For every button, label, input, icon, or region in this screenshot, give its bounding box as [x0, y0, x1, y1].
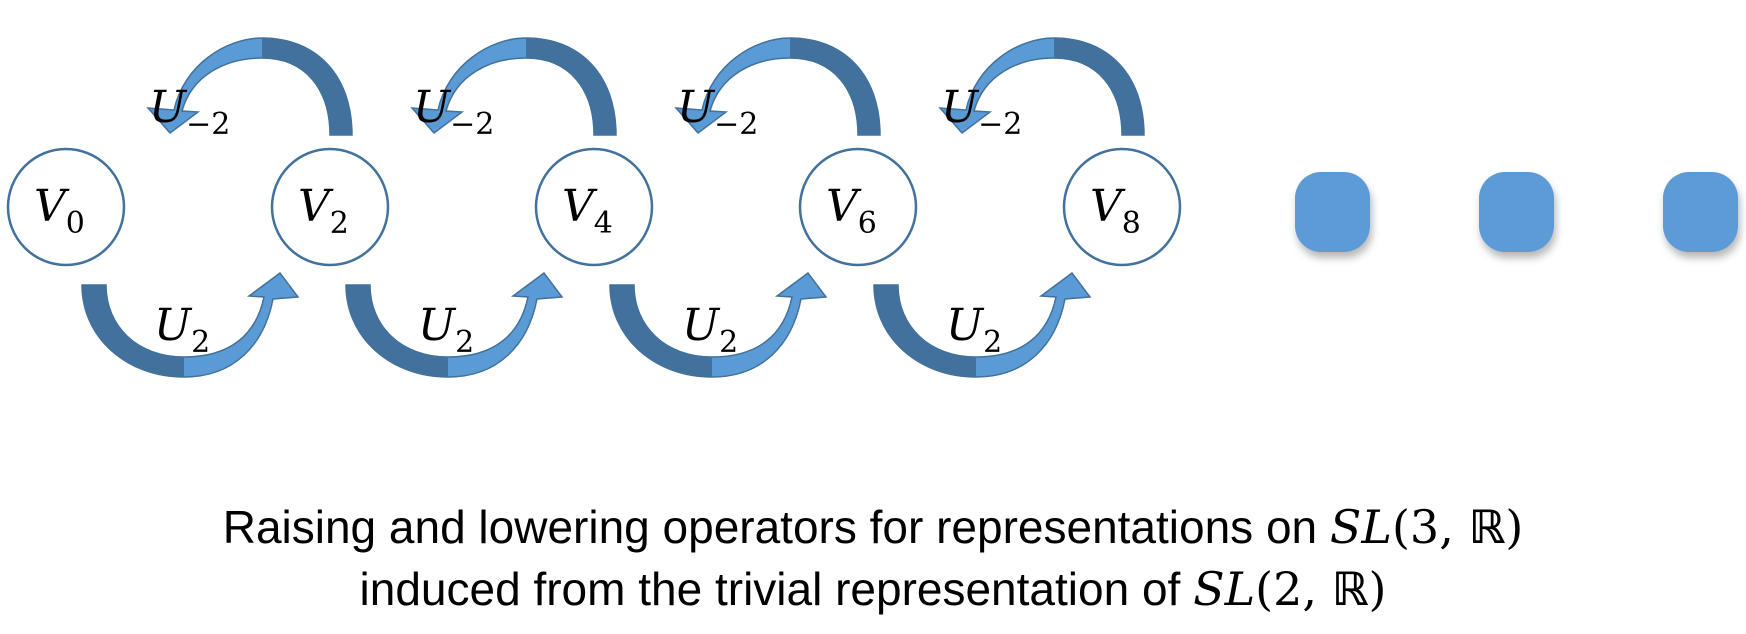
raising-operator-subscript: 2	[191, 325, 210, 360]
lowering-operator-subscript: −2	[714, 107, 758, 142]
node-v0: V0	[6, 147, 126, 267]
node-subscript: 0	[66, 206, 85, 241]
raising-arrow	[873, 271, 1092, 378]
lowering-arrow	[410, 37, 617, 136]
node-symbol: V	[826, 181, 862, 232]
lowering-arrow	[674, 37, 881, 136]
raising-operator-label: U2	[154, 300, 210, 360]
caption-line-2-text: induced from the trivial representation …	[359, 563, 1194, 615]
caption-line-1-group: SL	[1329, 500, 1392, 554]
node-circle	[270, 147, 390, 267]
continuation-dots	[1295, 172, 1738, 252]
lowering-arrow	[938, 37, 1145, 136]
lowering-operator-subscript: −2	[186, 107, 230, 142]
node-subscript: 6	[858, 206, 877, 241]
lowering-arrow-shade	[1054, 38, 1144, 135]
raising-arrow-shade	[874, 285, 976, 377]
node-label: V0	[34, 181, 85, 241]
node-subscript: 8	[1122, 206, 1141, 241]
caption-line-1-text: Raising and lowering operators for repre…	[222, 501, 1330, 553]
raising-operator-label: U2	[418, 300, 474, 360]
raising-operator-symbol: U	[946, 300, 985, 351]
arrows-layer	[81, 37, 1145, 378]
lowering-operator-label: U−2	[413, 82, 494, 142]
node-circle	[6, 147, 126, 267]
node-v8: V8	[1062, 147, 1182, 267]
raising-operator-symbol: U	[682, 300, 721, 351]
lowering-operator-label: U−2	[677, 82, 758, 142]
caption-line-2-close: )	[1368, 562, 1387, 616]
raising-arrow-shade	[82, 285, 184, 377]
node-symbol: V	[1090, 181, 1126, 232]
continuation-dot	[1295, 172, 1370, 252]
caption-line-2-field: ℝ	[1331, 562, 1369, 616]
lowering-arrow-shade	[262, 38, 352, 135]
node-v2: V2	[270, 147, 390, 267]
node-circle	[1062, 147, 1182, 267]
node-symbol: V	[562, 181, 598, 232]
caption-line-1-args: (3,	[1391, 500, 1469, 554]
node-subscript: 2	[330, 206, 349, 241]
lowering-arrow-shade	[526, 38, 616, 135]
caption-line-2: induced from the trivial representation …	[0, 562, 1746, 616]
lowering-operator-subscript: −2	[978, 107, 1022, 142]
raising-arrow-shade	[346, 285, 448, 377]
node-subscript: 4	[594, 206, 613, 241]
raising-arrow-shade	[610, 285, 712, 377]
lowering-operator-symbol: U	[413, 82, 452, 133]
node-symbol: V	[298, 181, 334, 232]
lowering-operator-label: U−2	[149, 82, 230, 142]
raising-operator-label: U2	[946, 300, 1002, 360]
node-label: V4	[562, 181, 613, 241]
caption-line-1-close: )	[1505, 500, 1524, 554]
lowering-operator-symbol: U	[149, 82, 188, 133]
node-v4: V4	[534, 147, 654, 267]
caption-line-2-args: (2,	[1255, 562, 1332, 616]
raising-operator-symbol: U	[154, 300, 193, 351]
lowering-operator-label: U−2	[941, 82, 1022, 142]
caption-line-1: Raising and lowering operators for repre…	[0, 500, 1746, 554]
lowering-arrow-shade	[790, 38, 880, 135]
lowering-operator-subscript: −2	[450, 107, 494, 142]
node-label: V8	[1090, 181, 1141, 241]
lowering-operator-symbol: U	[941, 82, 980, 133]
raising-operator-symbol: U	[418, 300, 457, 351]
raising-operator-subscript: 2	[719, 325, 738, 360]
node-label: V6	[826, 181, 877, 241]
raising-operator-subscript: 2	[455, 325, 474, 360]
continuation-dot	[1663, 172, 1738, 252]
caption-line-2-group: SL	[1193, 562, 1256, 616]
node-symbol: V	[34, 181, 70, 232]
lowering-arrow	[146, 37, 353, 136]
raising-arrow	[345, 271, 564, 378]
raising-arrow	[81, 271, 300, 378]
raising-operator-label: U2	[682, 300, 738, 360]
lowering-operator-symbol: U	[677, 82, 716, 133]
node-label: V2	[298, 181, 349, 241]
node-v6: V6	[798, 147, 918, 267]
caption-line-1-field: ℝ	[1468, 500, 1506, 554]
continuation-dot	[1479, 172, 1554, 252]
raising-operator-subscript: 2	[983, 325, 1002, 360]
node-circle	[798, 147, 918, 267]
node-circle	[534, 147, 654, 267]
raising-arrow	[609, 271, 828, 378]
